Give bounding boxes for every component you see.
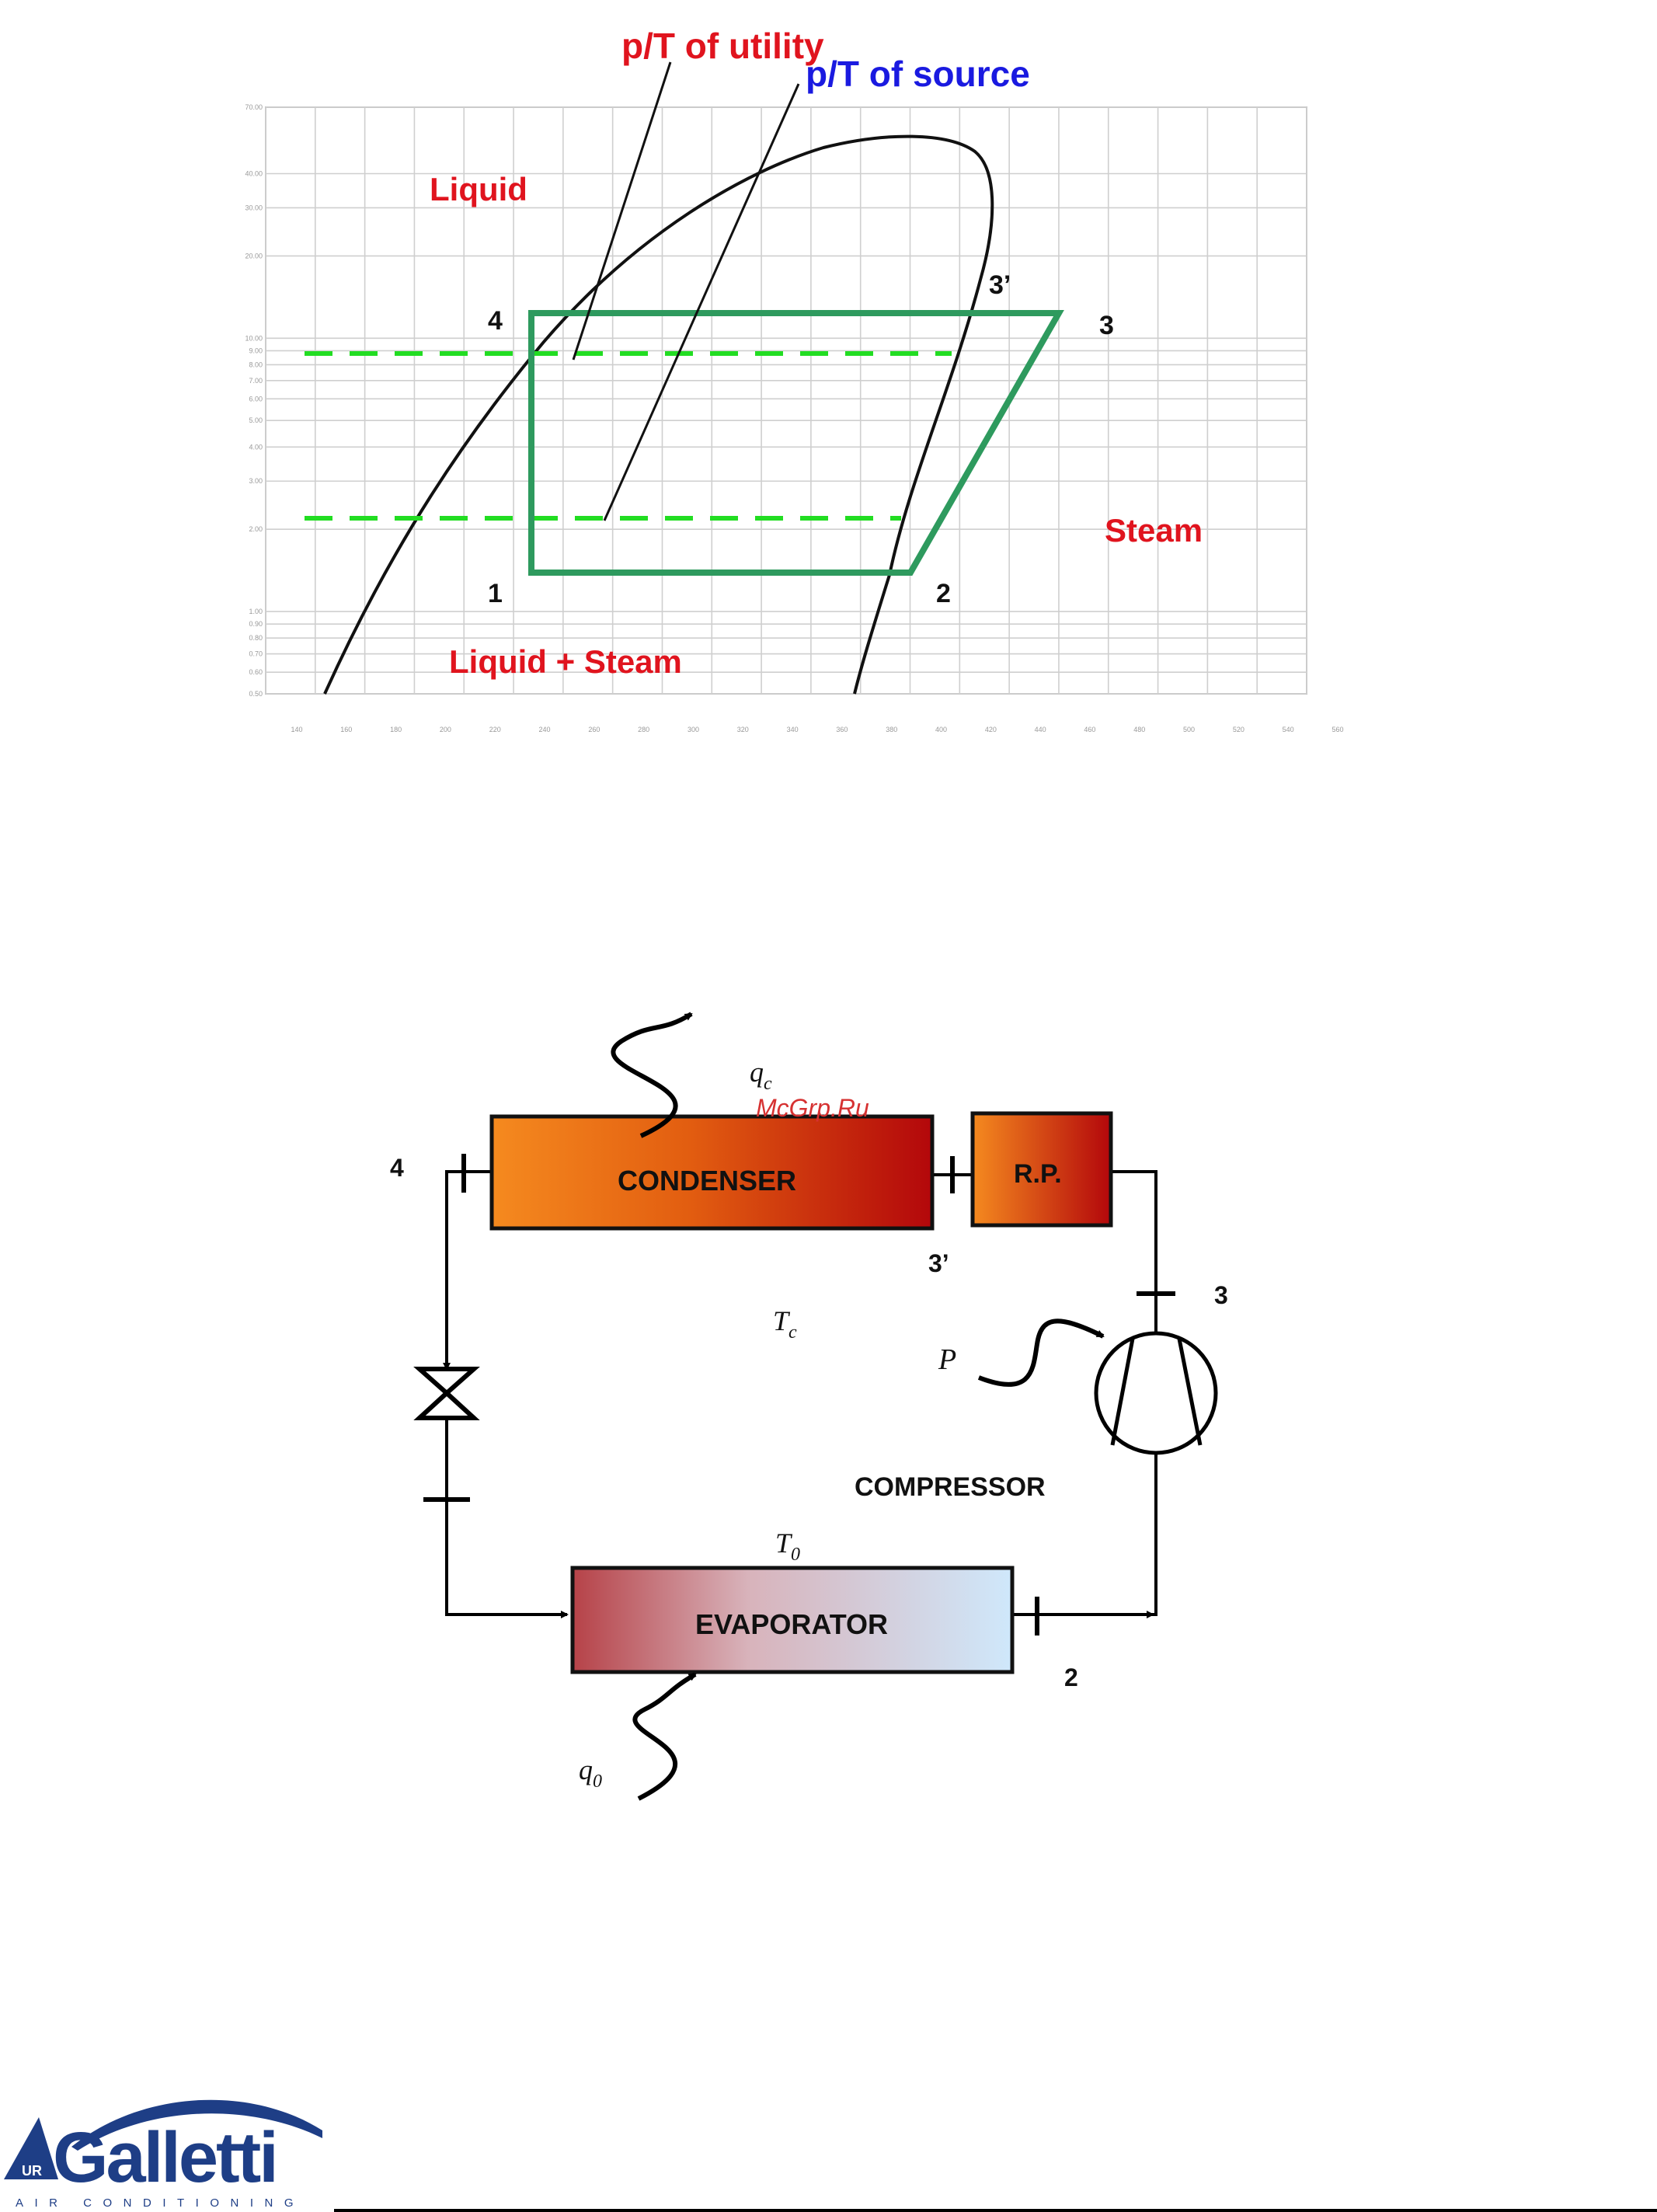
source-pointer <box>603 83 800 521</box>
y-tick-label: 0.60 <box>249 668 263 676</box>
t0-label: T0 <box>775 1527 800 1565</box>
condenser <box>489 1114 935 1231</box>
y-tick-label: 10.00 <box>245 334 263 342</box>
heat-in-arrow <box>632 1672 697 1801</box>
x-tick-label: 340 <box>787 726 799 733</box>
circuit-point-3: 3 <box>1214 1281 1228 1309</box>
chart-point-3prime: 3’ <box>989 270 1011 300</box>
x-tick-label: 380 <box>886 726 897 733</box>
x-tick-label: 520 <box>1233 726 1244 733</box>
chart-plot-area <box>265 106 1307 695</box>
chart-point-3: 3 <box>1099 311 1114 340</box>
x-tick-label: 200 <box>440 726 451 733</box>
logo-triangle-icon <box>4 2117 58 2179</box>
x-tick-label: 440 <box>1035 726 1046 733</box>
x-tick-labels: 140 160 180 200 220 240 260 280 300 320 340 360 380 4… <box>291 726 1343 733</box>
y-tick-label: 1.00 <box>249 608 263 615</box>
y-tick-label: 40.00 <box>245 169 263 177</box>
compressor-label: COMPRESSOR <box>855 1472 1046 1502</box>
y-tick-labels: 70.00 40.00 30.00 20.00 10.00 9.00 8.00 7.00 6.0… <box>245 103 263 698</box>
source-label: p/T of source <box>806 54 1030 94</box>
x-tick-label: 560 <box>1332 726 1343 733</box>
y-tick-label: 2.00 <box>249 525 263 533</box>
circuit-point-4: 4 <box>390 1154 404 1182</box>
qc-label: qc <box>750 1057 772 1094</box>
y-tick-label: 6.00 <box>249 395 263 402</box>
logo-arc-icon <box>71 2099 322 2151</box>
circuit-point-3prime: 3’ <box>928 1249 949 1277</box>
x-tick-label: 160 <box>340 726 352 733</box>
expansion-valve-icon <box>413 1367 480 1420</box>
pipe-compressor-to-rp <box>1112 1170 1157 1332</box>
chart-point-1: 1 <box>488 579 503 608</box>
refrigeration-cycle <box>528 310 1064 576</box>
x-tick-label: 360 <box>836 726 848 733</box>
x-tick-label: 240 <box>539 726 551 733</box>
q0-label: q0 <box>579 1754 602 1792</box>
y-tick-label: 20.00 <box>245 252 263 260</box>
y-tick-label: 0.90 <box>249 620 263 628</box>
x-tick-label: 480 <box>1133 726 1145 733</box>
y-tick-label: 70.00 <box>245 103 263 111</box>
x-tick-label: 140 <box>291 726 302 733</box>
pipe-condenser-to-valve <box>443 1170 491 1371</box>
y-tick-label: 3.00 <box>249 477 263 485</box>
x-tick-label: 260 <box>588 726 600 733</box>
chart-point-2: 2 <box>936 579 951 608</box>
y-tick-label: 0.70 <box>249 650 263 658</box>
utility-pointer <box>572 61 672 361</box>
receiver-rp <box>970 1111 1113 1228</box>
y-tick-label: 4.00 <box>249 443 263 451</box>
logo-brand: Galletti <box>53 2118 277 2197</box>
x-tick-label: 460 <box>1084 726 1095 733</box>
evaporator-label: EVAPORATOR <box>695 1608 888 1640</box>
saturation-dome <box>323 134 994 695</box>
tc-label: Tc <box>773 1305 797 1343</box>
x-tick-label: 300 <box>688 726 699 733</box>
x-tick-label: 280 <box>638 726 649 733</box>
galletti-logo: UR Galletti AIR CONDITIONING <box>4 2099 322 2210</box>
x-tick-label: 180 <box>390 726 402 733</box>
condenser-label: CONDENSER <box>618 1165 796 1197</box>
region-mix-label: Liquid + Steam <box>449 643 682 680</box>
power-input-arrow <box>977 1318 1105 1387</box>
compressor-icon <box>1094 1331 1218 1455</box>
x-tick-label: 220 <box>489 726 501 733</box>
x-tick-label: 400 <box>935 726 947 733</box>
pipe-evaporator-to-compressor <box>1012 1453 1157 1616</box>
region-steam-label: Steam <box>1105 512 1203 549</box>
evaporator <box>570 1566 1015 1674</box>
rp-label: R.P. <box>1014 1159 1062 1189</box>
y-tick-label: 30.00 <box>245 204 263 211</box>
power-label: P <box>938 1343 956 1376</box>
pipe-valve-to-evaporator <box>445 1418 569 1618</box>
chart-point-4: 4 <box>488 306 503 336</box>
x-tick-label: 500 <box>1183 726 1195 733</box>
y-tick-label: 7.00 <box>249 377 263 385</box>
circuit-diagram: CONDENSER R.P. EVAPORATOR COMPRESSOR qc … <box>390 1012 1228 1801</box>
x-tick-label: 420 <box>985 726 997 733</box>
logo-badge: UR <box>22 2163 42 2179</box>
x-tick-label: 540 <box>1283 726 1294 733</box>
y-tick-label: 0.80 <box>249 634 263 642</box>
watermark: McGrp.Ru <box>756 1094 869 1122</box>
y-tick-label: 8.00 <box>249 361 263 368</box>
utility-label: p/T of utility <box>621 26 824 66</box>
circuit-point-2: 2 <box>1064 1663 1078 1691</box>
y-tick-label: 9.00 <box>249 347 263 354</box>
y-tick-label: 5.00 <box>249 416 263 424</box>
y-tick-label: 0.50 <box>249 690 263 698</box>
x-tick-label: 320 <box>737 726 749 733</box>
region-liquid-label: Liquid <box>430 171 527 207</box>
logo-tagline: AIR CONDITIONING <box>16 2196 305 2210</box>
ph-chart: 70.00 40.00 30.00 20.00 10.00 9.00 8.00 7.00 6.0… <box>245 26 1343 733</box>
heat-out-arrow <box>611 1012 693 1138</box>
